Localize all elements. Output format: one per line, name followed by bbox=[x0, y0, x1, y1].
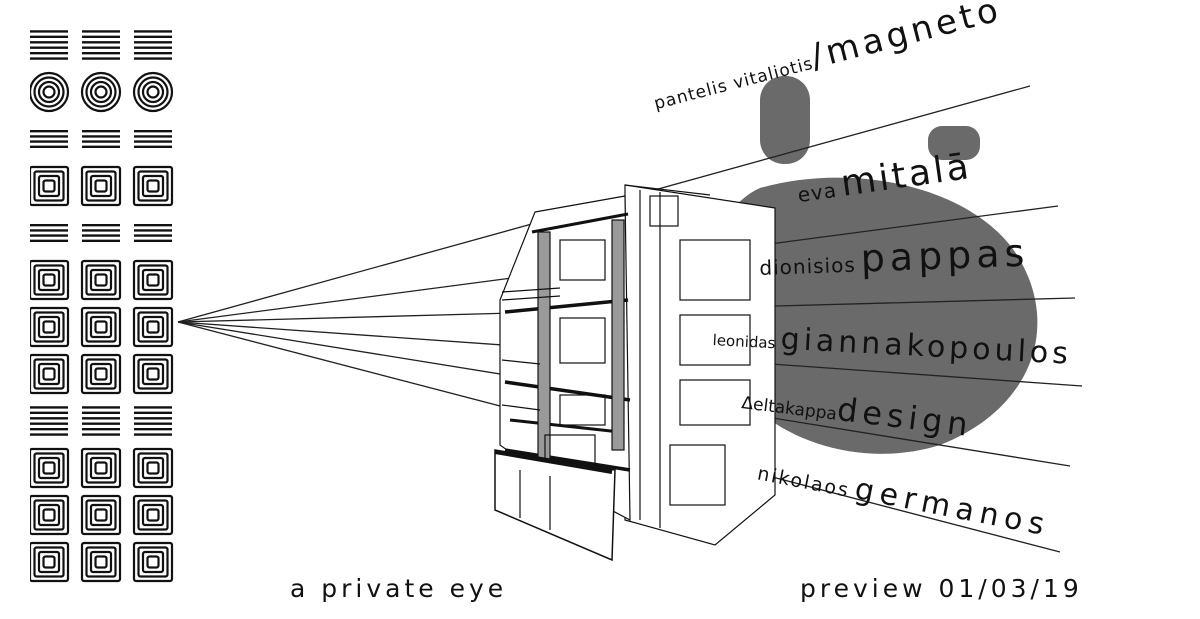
glyph-z bbox=[134, 30, 172, 60]
caption-left: a private eye bbox=[290, 574, 508, 603]
name-3-first: dionisios bbox=[759, 252, 857, 281]
glyph-p bbox=[132, 494, 174, 536]
glyph-p bbox=[30, 494, 70, 536]
glyph-o bbox=[132, 71, 174, 113]
glyph-d bbox=[80, 259, 122, 301]
name-4-first: leonidas bbox=[712, 331, 776, 353]
building-drawing bbox=[494, 184, 776, 562]
glyph-t bbox=[132, 165, 174, 207]
grey-blob-small-right bbox=[928, 126, 980, 160]
glyph-i bbox=[134, 129, 172, 149]
grey-blob-small-left bbox=[760, 76, 810, 164]
glyph-o bbox=[30, 71, 70, 113]
glyph-g bbox=[80, 541, 122, 583]
glyph-i bbox=[134, 223, 172, 243]
zoitide-letter-column bbox=[30, 30, 174, 583]
glyph-f bbox=[132, 353, 174, 395]
glyph-z bbox=[30, 30, 68, 60]
glyph-d bbox=[132, 259, 174, 301]
glyph-i bbox=[30, 129, 68, 149]
glyph-e bbox=[30, 306, 70, 348]
name-2-first: eva bbox=[796, 177, 839, 208]
grey-blob-large bbox=[706, 177, 1038, 454]
glyph-hash bbox=[134, 406, 172, 436]
name-3-last: pappas bbox=[859, 230, 1031, 281]
glyph-e bbox=[80, 306, 122, 348]
glyph-o bbox=[80, 71, 122, 113]
glyph-t bbox=[80, 165, 122, 207]
glyph-d bbox=[30, 259, 70, 301]
glyph-g bbox=[132, 541, 174, 583]
glyph-hash bbox=[82, 406, 120, 436]
glyph-hash bbox=[30, 406, 68, 436]
glyph-i bbox=[82, 129, 120, 149]
glyph-e bbox=[80, 447, 122, 489]
caption-right: preview 01/03/19 bbox=[800, 574, 1083, 603]
name-line-3: dionisios pappas bbox=[758, 231, 1030, 284]
glyph-e bbox=[132, 306, 174, 348]
glyph-i bbox=[82, 223, 120, 243]
glyph-t bbox=[30, 165, 70, 207]
glyph-p bbox=[80, 494, 122, 536]
glyph-g bbox=[30, 541, 70, 583]
glyph-e bbox=[132, 447, 174, 489]
glyph-z bbox=[82, 30, 120, 60]
glyph-f bbox=[80, 353, 122, 395]
glyph-e bbox=[30, 447, 70, 489]
glyph-i bbox=[30, 223, 68, 243]
glyph-f bbox=[30, 353, 70, 395]
